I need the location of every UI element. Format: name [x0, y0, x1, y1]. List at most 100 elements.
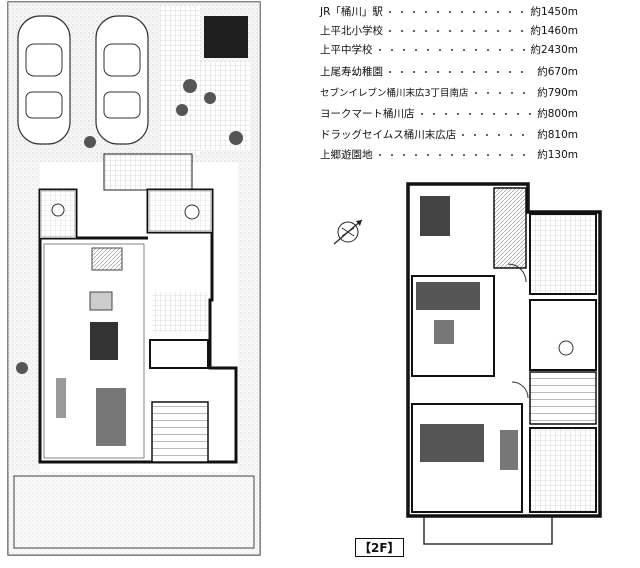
leader-dot: [425, 30, 427, 32]
leader-dot: [425, 11, 427, 13]
garden-border: [13, 475, 255, 549]
leader-dot: [403, 49, 405, 51]
leader-dot: [379, 49, 381, 51]
leader-dot: [425, 71, 427, 73]
leader-dot: [449, 71, 451, 73]
closet-2f-2: [529, 427, 597, 513]
leader-dot: [451, 154, 453, 156]
leader-dot: [498, 134, 500, 136]
tv-board-icon: [56, 378, 66, 418]
leader-dot: [485, 11, 487, 13]
leader-dot: [427, 49, 429, 51]
closet-2f-1: [493, 187, 527, 269]
leader-dot: [473, 71, 475, 73]
nearby-item: セブンイレブン桶川末広3丁目南店 約790m: [320, 87, 578, 99]
leader-dot: [523, 154, 525, 156]
leader-dot: [463, 49, 465, 51]
leader-dot: [511, 92, 513, 94]
leader-dot: [413, 71, 415, 73]
refrigerator-icon: [91, 247, 123, 271]
leader-dot: [475, 49, 477, 51]
compass-icon: [333, 219, 363, 245]
leader-dot: [485, 30, 487, 32]
leader-dot: [401, 71, 403, 73]
tv-board-icon: [500, 430, 518, 470]
leader-dot: [469, 113, 471, 115]
leader-dot: [415, 49, 417, 51]
leader-dot: [499, 49, 501, 51]
leader-dot: [487, 49, 489, 51]
floor-plan-2f: [406, 182, 602, 545]
leader-dot: [389, 11, 391, 13]
leader-dot: [391, 49, 393, 51]
leader-dot: [461, 71, 463, 73]
leader-dot: [475, 92, 477, 94]
leader-dot: [510, 134, 512, 136]
storage-shed: [204, 16, 248, 58]
rooms-1f: [40, 190, 212, 463]
leader-dot: [403, 154, 405, 156]
leader-dot: [437, 11, 439, 13]
site-plan-1f: [7, 1, 261, 556]
leader-dot: [415, 154, 417, 156]
leader-dot: [523, 92, 525, 94]
leader-dot: [522, 134, 524, 136]
leader-dot: [497, 30, 499, 32]
leader-dot: [509, 30, 511, 32]
staircase-1f: [151, 401, 209, 463]
leader-dot: [391, 154, 393, 156]
bathroom: [152, 292, 208, 332]
leader-dot: [437, 71, 439, 73]
bed-icon: [420, 424, 484, 462]
nearby-item: JR「桶川」駅 約1450m: [320, 6, 578, 18]
leader-dot: [505, 113, 507, 115]
leader-dot: [413, 30, 415, 32]
toilet-2f: [529, 299, 597, 371]
staircase-2f: [529, 371, 597, 425]
garden: [8, 472, 260, 555]
leader-dot: [517, 113, 519, 115]
leader-dot: [451, 49, 453, 51]
leader-dot: [401, 11, 403, 13]
leader-dot: [523, 49, 525, 51]
leader-dot: [413, 11, 415, 13]
leader-dot: [461, 30, 463, 32]
leader-dot: [487, 92, 489, 94]
leader-dot: [497, 71, 499, 73]
toilet-icon: [558, 340, 574, 356]
nearby-item: 上平中学校 約2430m: [320, 44, 578, 56]
leader-dot: [389, 71, 391, 73]
leader-dot: [474, 134, 476, 136]
walk-in-closet: [529, 213, 597, 295]
leader-dot: [509, 11, 511, 13]
leader-dot: [511, 49, 513, 51]
nearby-item: 上平北小学校 約1460m: [320, 25, 578, 37]
leader-dot: [493, 113, 495, 115]
leader-dot: [389, 30, 391, 32]
leader-dot: [463, 154, 465, 156]
ldk-area: [43, 243, 145, 459]
side-yard-left: [8, 162, 40, 472]
nearby-item: ドラッグセイムス桶川末広店 約810m: [320, 129, 578, 141]
entrance-porch: [103, 153, 193, 191]
door-swing: [511, 381, 529, 399]
leader-dot: [487, 154, 489, 156]
leader-dot: [509, 71, 511, 73]
car-left-icon: [17, 15, 71, 145]
car-right-icon: [95, 15, 149, 145]
closet: [149, 339, 209, 369]
nearby-item: 上郷遊園地 約130m: [320, 149, 578, 161]
washbasin-icon: [184, 204, 200, 220]
leader-dot: [481, 113, 483, 115]
leader-dot: [529, 113, 531, 115]
bed-icon: [416, 282, 480, 310]
leader-dot: [485, 71, 487, 73]
leader-dot: [499, 154, 501, 156]
desk-icon: [434, 320, 454, 344]
leader-dot: [473, 30, 475, 32]
leader-dot: [521, 11, 523, 13]
leader-dot: [379, 154, 381, 156]
leader-dot: [445, 113, 447, 115]
side-yard-right: [238, 162, 260, 472]
leader-dot: [521, 71, 523, 73]
